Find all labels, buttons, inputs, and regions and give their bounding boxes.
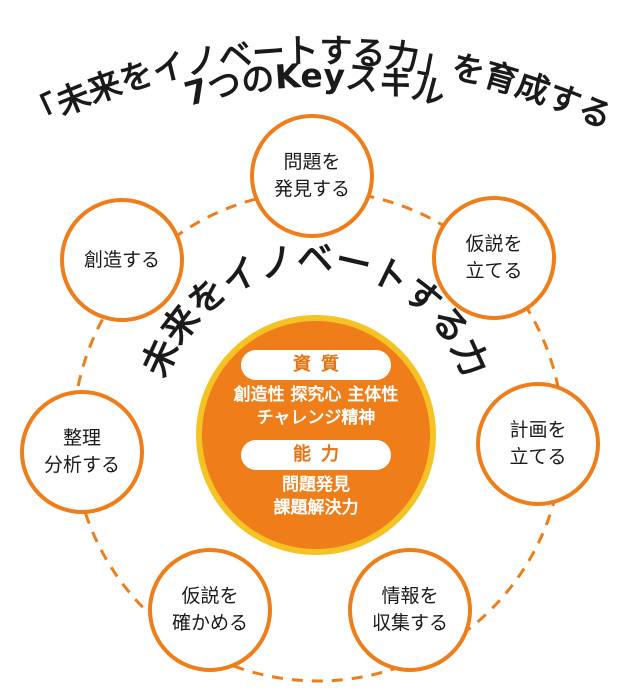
skill-label: 仮説を <box>465 233 523 255</box>
core-circle: 資質 創造性 探究心 主体性 チャレンジ精神 能力 問題発見 課題解決力 <box>196 315 436 555</box>
skill-verify-hypothesis: 仮説を 確かめる <box>148 548 272 672</box>
skill-label: 確かめる <box>171 612 248 634</box>
skill-make-plan: 計画を 立てる <box>476 382 600 506</box>
skill-label: 分析する <box>43 454 120 476</box>
skill-label: 情報を <box>381 585 439 607</box>
qualities-line: チャレンジ精神 <box>256 408 376 428</box>
abilities-badge: 能力 <box>241 440 391 470</box>
skill-label: 発見する <box>273 178 350 200</box>
qualities-badge: 資質 <box>241 350 391 380</box>
skill-label: 立てる <box>465 260 523 282</box>
abilities-line: 問題発見 <box>282 475 350 495</box>
skill-label: 整理 <box>62 427 101 449</box>
skill-find-problem: 問題を 発見する <box>250 114 374 238</box>
skill-organize-analyze: 整理 分析する <box>20 390 144 514</box>
skill-create: 創造する <box>60 198 184 322</box>
abilities-line: 課題解決力 <box>273 498 359 518</box>
skill-label: 仮説を <box>181 585 239 607</box>
skill-label: 立てる <box>509 446 567 468</box>
skill-label: 収集する <box>371 612 448 634</box>
skill-label: 問題を <box>283 151 341 173</box>
skill-collect-information: 情報を 収集する <box>348 548 472 672</box>
skill-label: 計画を <box>509 419 567 441</box>
skill-label: 創造する <box>83 248 160 271</box>
qualities-line: 創造性 探究心 主体性 <box>233 385 399 405</box>
skill-make-hypothesis: 仮説を 立てる <box>432 196 556 320</box>
